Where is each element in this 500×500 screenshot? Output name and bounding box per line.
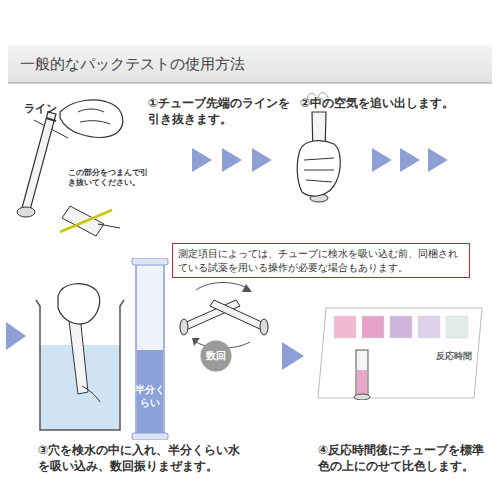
- note-text: 測定項目によっては、チューブに検水を吸い込む前、同梱されている試薬を用いる操作が…: [178, 247, 464, 274]
- step1-illustration: [17, 100, 123, 236]
- band-outline: [131, 258, 169, 440]
- pull-line: [46, 118, 56, 121]
- band-text: 半分くらい: [134, 384, 166, 409]
- tube: [210, 300, 266, 330]
- tube-sample: [357, 370, 367, 395]
- color-chart-card: 反応時間: [316, 306, 484, 400]
- detail-leader: [98, 224, 120, 228]
- flow-triangle: [400, 148, 420, 172]
- motion-arrowhead: [242, 284, 252, 292]
- line-detail: [60, 210, 112, 232]
- tube-cap: [17, 207, 35, 217]
- band-top-cap: [132, 258, 168, 265]
- title-band: [8, 45, 492, 83]
- circle-text: 数回: [206, 349, 226, 363]
- motion-arrow: [196, 283, 250, 291]
- hand: [297, 141, 340, 196]
- color-swatch: [390, 316, 412, 338]
- card-sheet: [318, 308, 482, 398]
- finger-lines: [78, 109, 110, 124]
- tube-cap: [354, 394, 370, 400]
- color-swatch: [446, 316, 468, 338]
- step-text: ②中の空気を追い出します。: [300, 96, 495, 112]
- tube: [22, 112, 56, 210]
- instruction-note: この部分をつまんで引き抜いてください。: [68, 168, 148, 188]
- flow-triangle: [372, 148, 392, 172]
- flow-triangle: [6, 322, 26, 350]
- circle-fill: [201, 341, 232, 372]
- diagram-title: 一般的なパックテストの使用方法: [20, 55, 245, 74]
- hand: [60, 100, 123, 138]
- flow-triangle: [282, 342, 304, 370]
- hand-detail: [82, 386, 100, 402]
- count-circle: 数回: [200, 340, 232, 372]
- title-rule: [8, 83, 492, 84]
- step-text: ①チューブ先端のラインを引き抜きます。: [148, 96, 300, 127]
- half-level-band: 半分くらい: [131, 258, 169, 440]
- note-box: 測定項目によっては、チューブに検水を吸い込む前、同梱されている試薬を用いる操作が…: [172, 243, 470, 278]
- flow-triangle: [222, 148, 242, 172]
- color-swatch: [418, 316, 440, 338]
- flow-triangle: [192, 148, 212, 172]
- step-text: ④反応時間後にチューブを標準色の上にのせて比色します。: [318, 443, 496, 474]
- flow-triangle: [428, 148, 448, 172]
- step-text: ③穴を検水の中に入れ、半分くらい水を吸い込み、数回振りまぜます。: [38, 443, 244, 474]
- tube-on-card: [356, 350, 368, 396]
- color-swatch: [362, 316, 384, 338]
- motion-arrowhead: [192, 338, 200, 346]
- finger-lines: [304, 158, 334, 182]
- color-swatch: [334, 316, 356, 338]
- card-text: 反応時間: [436, 350, 472, 363]
- band-body: [136, 262, 164, 436]
- tube-cap: [260, 319, 268, 335]
- part-label: ライン: [24, 102, 74, 116]
- hand: [58, 284, 100, 324]
- tube-cap: [180, 319, 188, 335]
- flow-triangle: [252, 148, 272, 172]
- band-bottom-cap: [132, 433, 168, 440]
